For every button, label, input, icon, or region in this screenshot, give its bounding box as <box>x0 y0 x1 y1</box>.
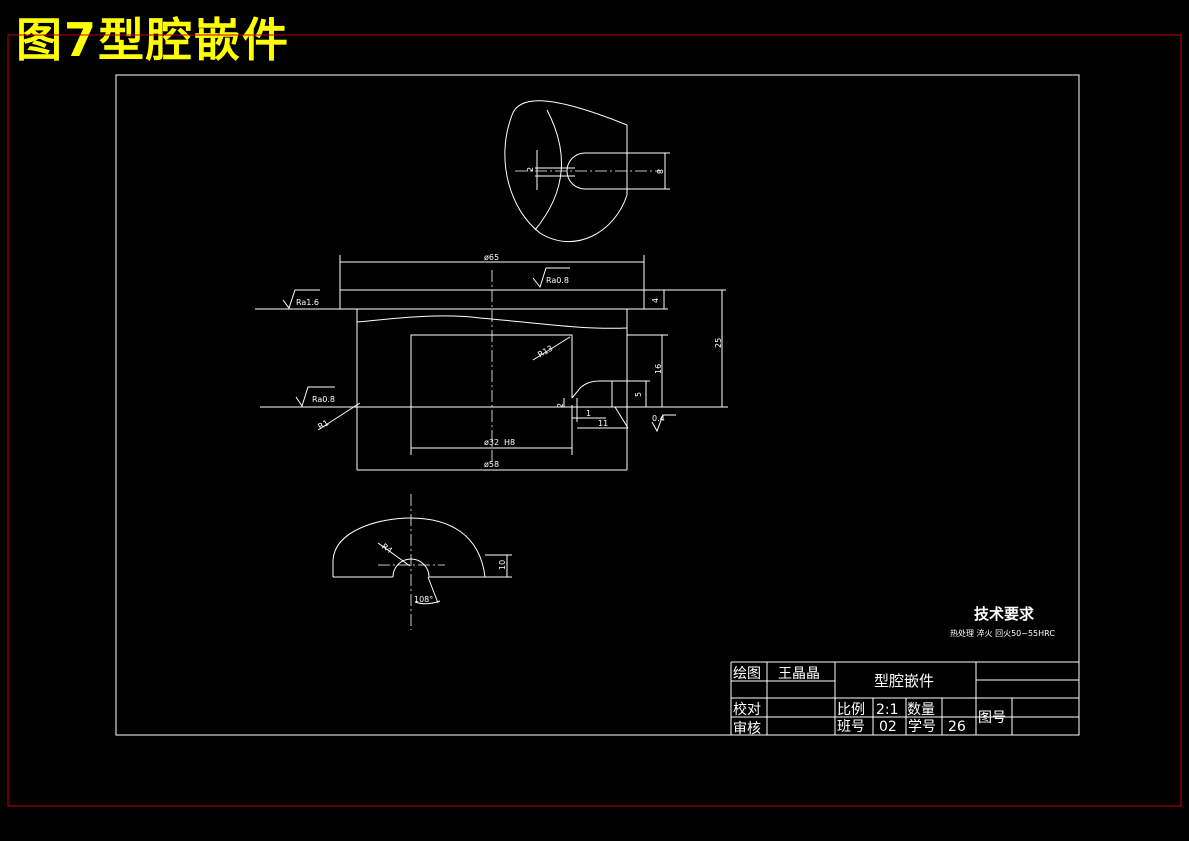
tb-qty-label: 数量 <box>907 702 935 718</box>
dim-top-2: 2 <box>526 167 535 172</box>
dim-d32: ø32 <box>484 438 499 447</box>
front-view: ø65 Ra0.8 Ra1.6 4 <box>255 253 728 471</box>
dim-bot-10: 10 <box>498 560 507 570</box>
dim-h5: 5 <box>634 392 643 397</box>
dim-h4: 4 <box>651 298 660 303</box>
ra08-left: Ra0.8 <box>312 395 335 404</box>
dim-top-8: 8 <box>655 169 664 174</box>
dim-h25: 25 <box>714 338 723 348</box>
tb-draw-label: 绘图 <box>733 666 761 682</box>
tb-class-value: 02 <box>879 719 897 735</box>
tb-check-label: 校对 <box>733 701 761 718</box>
tb-drawing-no-label: 图号 <box>978 710 1006 726</box>
tb-drawer-name: 王晶晶 <box>778 666 820 682</box>
dim-h1: 1 <box>586 409 591 418</box>
dim-d65: ø65 <box>484 253 499 262</box>
dim-w11: 11 <box>598 419 608 428</box>
dim-a108: 108° <box>414 595 433 604</box>
dim-d32-tol: H8 <box>504 438 515 447</box>
title-block: 绘图 王晶晶 型腔嵌件 校对 比例 2:1 数量 审核 班号 02 学号 26 … <box>730 661 1079 737</box>
figure-caption: 图7型腔嵌件 <box>16 13 291 67</box>
dim-h2: 2 <box>556 403 565 408</box>
dim-d58: ø58 <box>484 460 499 469</box>
tech-req-title: 技术要求 <box>974 605 1035 623</box>
tb-part-name: 型腔嵌件 <box>874 672 934 690</box>
ra16: Ra1.6 <box>296 298 319 307</box>
bottom-view: 10 R4 108° <box>332 494 512 630</box>
tb-scale-label: 比例 <box>837 702 865 718</box>
tb-scale-value: 2:1 <box>876 702 899 718</box>
tech-req-text: 热处理 淬火 回火50~55HRC <box>950 628 1055 638</box>
dim-h16: 16 <box>654 364 663 374</box>
drawing-border <box>115 74 1080 736</box>
tb-class-label: 班号 <box>837 719 865 735</box>
ra04: 0.4 <box>652 414 665 423</box>
tb-student-label: 学号 <box>908 719 936 735</box>
outer-frame <box>7 34 1182 807</box>
tb-review-label: 审核 <box>733 721 761 737</box>
tb-student-value: 26 <box>948 719 966 735</box>
dim-r13: R13 <box>536 344 554 360</box>
top-view: 2 8 <box>504 100 670 243</box>
ra08-top: Ra0.8 <box>546 276 569 285</box>
